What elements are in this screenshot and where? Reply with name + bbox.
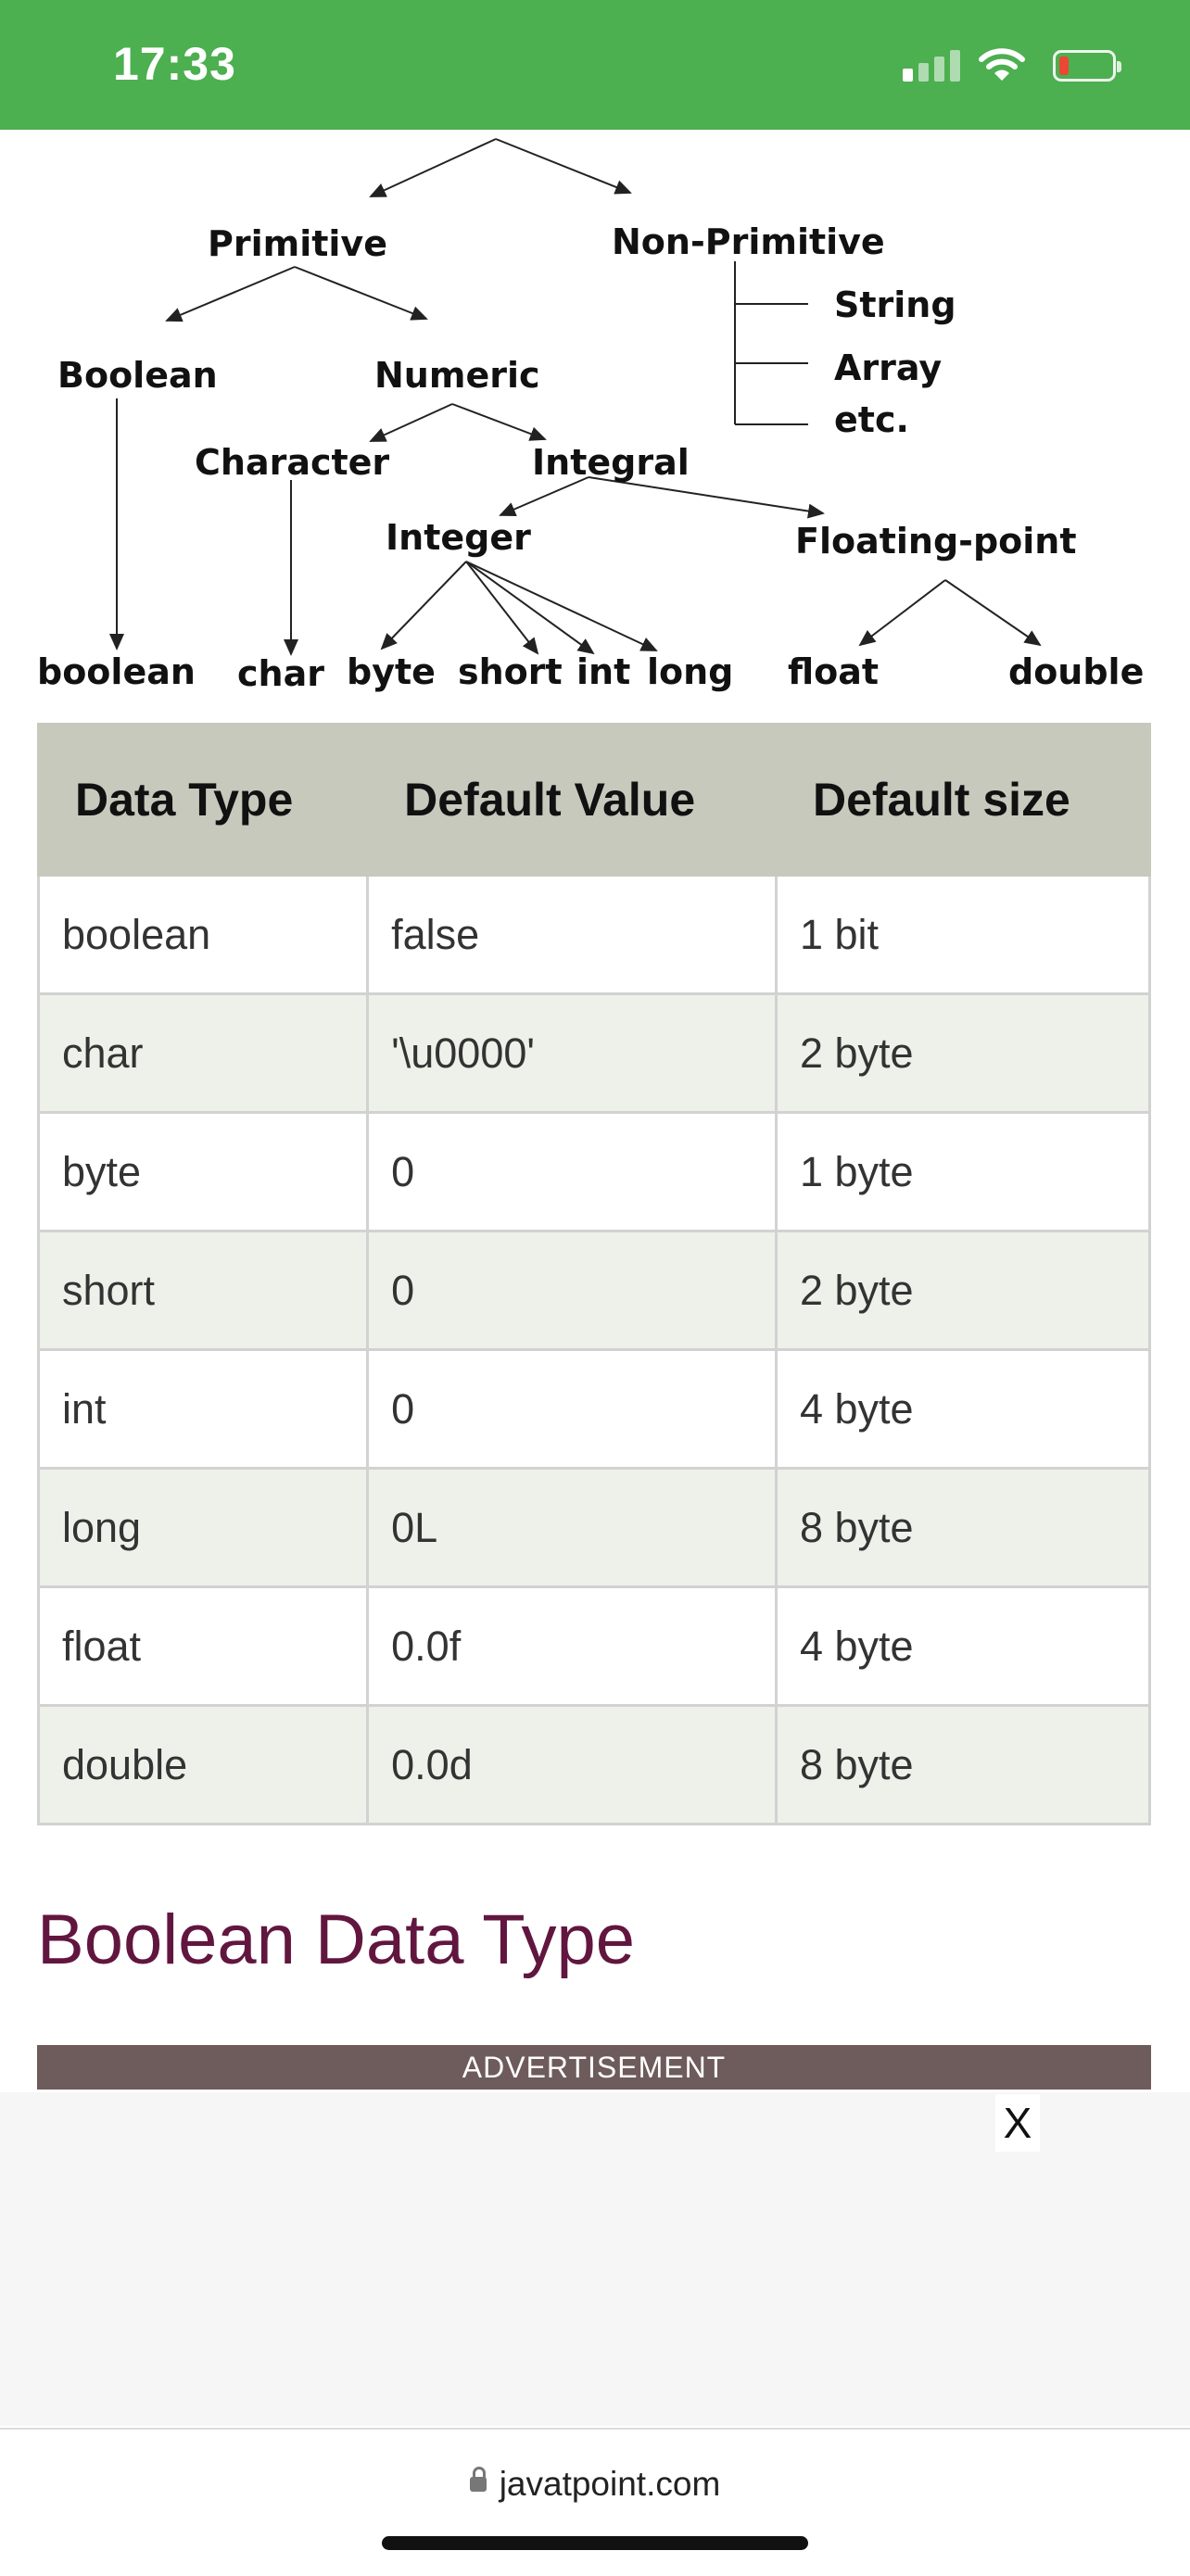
cell-data-type: double <box>36 1704 370 1825</box>
leaf-double: double <box>1008 651 1144 692</box>
node-floating-point: Floating-point <box>795 521 1077 562</box>
cell-data-type: int <box>36 1348 370 1470</box>
section-heading: Boolean Data Type <box>37 1900 636 1979</box>
url-text: javatpoint.com <box>499 2465 721 2503</box>
cell-default-value: 0.0f <box>366 1585 778 1707</box>
node-numeric: Numeric <box>374 355 540 396</box>
cell-data-type: float <box>36 1585 370 1707</box>
cell-default-size: 4 byte <box>774 1348 1152 1470</box>
table-row: char '\u0000' 2 byte <box>36 992 1152 1114</box>
advertisement-label: ADVERTISEMENT <box>37 2045 1151 2090</box>
cell-default-value: 0 <box>366 1230 778 1351</box>
battery-icon <box>1053 50 1121 82</box>
cell-data-type: char <box>36 992 370 1114</box>
cell-default-value: 0.0d <box>366 1704 778 1825</box>
status-bar: 17:33 <box>0 0 1190 130</box>
cell-default-size: 1 byte <box>774 1111 1152 1232</box>
default-values-table: Data Type Default Value Default size boo… <box>36 723 1152 1825</box>
ad-close-button[interactable]: X <box>995 2094 1040 2152</box>
header-data-type: Data Type <box>36 723 370 877</box>
table-row: int 0 4 byte <box>36 1348 1152 1470</box>
table-row: short 0 2 byte <box>36 1230 1152 1351</box>
node-boolean-category: Boolean <box>57 355 218 396</box>
header-default-value: Default Value <box>366 723 778 877</box>
status-time: 17:33 <box>113 38 236 90</box>
table-row: double 0.0d 8 byte <box>36 1704 1152 1825</box>
node-integer: Integer <box>386 517 531 558</box>
node-integral: Integral <box>532 442 690 483</box>
leaf-int: int <box>576 651 630 692</box>
cell-data-type: boolean <box>36 874 370 995</box>
address-bar[interactable]: javatpoint.com <box>0 2465 1190 2504</box>
node-string: String <box>834 284 956 325</box>
cell-default-size: 8 byte <box>774 1467 1152 1588</box>
cell-default-size: 1 bit <box>774 874 1152 995</box>
browser-bottom-bar: javatpoint.com <box>0 2428 1190 2576</box>
cell-default-value: 0L <box>366 1467 778 1588</box>
cell-data-type: byte <box>36 1111 370 1232</box>
cell-default-value: 0 <box>366 1348 778 1470</box>
cell-default-value: 0 <box>366 1111 778 1232</box>
table-row: float 0.0f 4 byte <box>36 1585 1152 1707</box>
table-row: byte 0 1 byte <box>36 1111 1152 1232</box>
data-types-diagram: Primitive Non-Primitive String Array etc… <box>0 130 1190 704</box>
wifi-icon <box>979 48 1025 81</box>
leaf-char: char <box>237 653 324 694</box>
node-etc: etc. <box>834 399 909 440</box>
table-header-row: Data Type Default Value Default size <box>36 723 1152 877</box>
cell-data-type: short <box>36 1230 370 1351</box>
leaf-short: short <box>458 651 563 692</box>
table-row: boolean false 1 bit <box>36 874 1152 995</box>
leaf-float: float <box>788 651 879 692</box>
home-indicator[interactable] <box>382 2536 808 2550</box>
cell-default-value: '\u0000' <box>366 992 778 1114</box>
leaf-boolean: boolean <box>37 651 196 692</box>
advertisement-area[interactable] <box>0 2092 1190 2426</box>
node-primitive: Primitive <box>208 223 387 264</box>
leaf-byte: byte <box>347 651 436 692</box>
node-non-primitive: Non-Primitive <box>612 221 885 262</box>
cell-default-size: 2 byte <box>774 992 1152 1114</box>
node-character: Character <box>195 442 389 483</box>
node-array: Array <box>834 347 942 388</box>
cell-data-type: long <box>36 1467 370 1588</box>
status-icons <box>903 43 1121 89</box>
cell-default-value: false <box>366 874 778 995</box>
header-default-size: Default size <box>774 723 1152 877</box>
cell-default-size: 2 byte <box>774 1230 1152 1351</box>
lock-icon <box>469 2467 487 2493</box>
leaf-long: long <box>647 651 733 692</box>
cell-default-size: 4 byte <box>774 1585 1152 1707</box>
cell-default-size: 8 byte <box>774 1704 1152 1825</box>
table-row: long 0L 8 byte <box>36 1467 1152 1588</box>
